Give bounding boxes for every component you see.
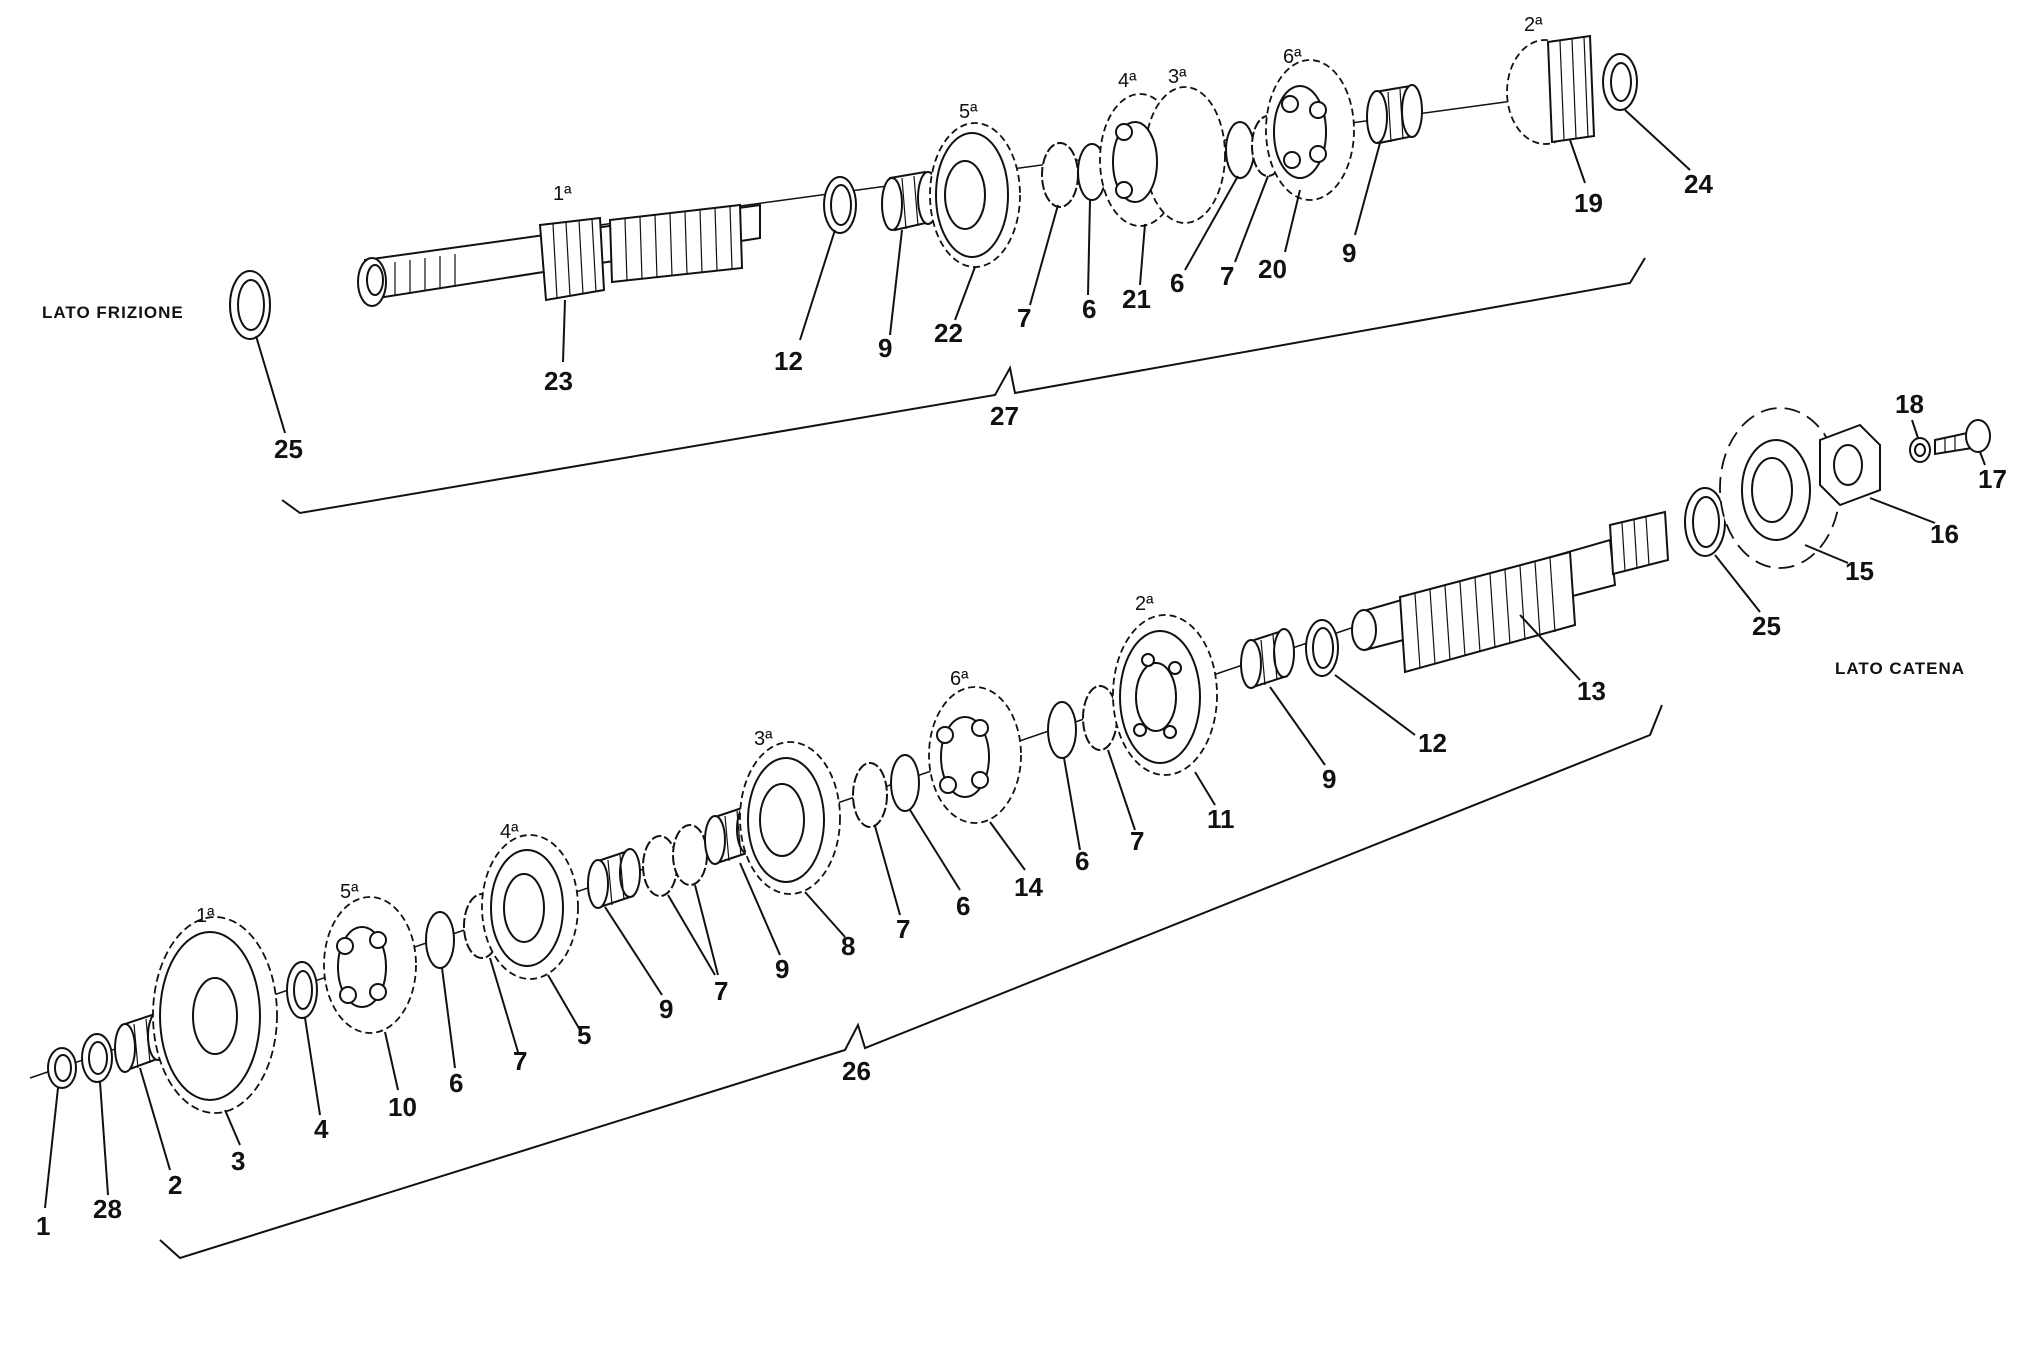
upper-gear-21 bbox=[1099, 86, 1226, 227]
part-number: 9 bbox=[1322, 764, 1336, 794]
part-number: 13 bbox=[1577, 676, 1606, 706]
lower-bearing-9a bbox=[587, 848, 641, 909]
upper-gear-label: 6ª bbox=[1283, 46, 1302, 68]
part-number: 18 bbox=[1895, 389, 1924, 419]
lower-bearing-9c bbox=[1240, 628, 1295, 689]
part-number: 15 bbox=[1845, 556, 1874, 586]
part-number: 2 bbox=[168, 1170, 182, 1200]
clutch-side-label: LATO FRIZIONE bbox=[42, 303, 184, 322]
lower-gear-label: 2ª bbox=[1135, 593, 1154, 615]
part-number: 9 bbox=[775, 954, 789, 984]
upper-gear-label: 5ª bbox=[959, 101, 978, 123]
part-number: 22 bbox=[934, 318, 963, 348]
lower-gear-8 bbox=[739, 741, 841, 895]
part-number: 6 bbox=[449, 1068, 463, 1098]
part-number: 7 bbox=[1130, 826, 1144, 856]
part-number: 17 bbox=[1978, 464, 2007, 494]
part-number: 6 bbox=[956, 891, 970, 921]
upper-gear-label: 1ª bbox=[553, 183, 572, 205]
part-number: 24 bbox=[1684, 169, 1713, 199]
upper-gear-22 bbox=[929, 122, 1021, 268]
lower-circlip-7e bbox=[1082, 685, 1118, 751]
lower-sprocket-15 bbox=[1719, 407, 1841, 569]
lower-part-numbers: 1 28 2 3 4 10 6 7 5 9 7 9 8 7 6 14 6 7 1… bbox=[36, 389, 2007, 1241]
upper-gear-label: 3ª bbox=[1168, 66, 1187, 88]
lower-gear-label: 1ª bbox=[196, 905, 215, 927]
upper-gear-label: 4ª bbox=[1118, 70, 1137, 92]
upper-gear-labels: 1ª 5ª 4ª 3ª 6ª 2ª bbox=[553, 14, 1543, 205]
upper-circlip-7a bbox=[1041, 142, 1079, 208]
part-number: 9 bbox=[659, 994, 673, 1024]
part-number: 6 bbox=[1075, 846, 1089, 876]
part-number: 6 bbox=[1082, 294, 1096, 324]
side-labels: LATO FRIZIONE LATO CATENA bbox=[42, 303, 1965, 678]
part-number: 7 bbox=[1220, 261, 1234, 291]
lower-washer-6b bbox=[890, 754, 920, 812]
part-number: 16 bbox=[1930, 519, 1959, 549]
part-number: 21 bbox=[1122, 284, 1151, 314]
part-number: 23 bbox=[544, 366, 573, 396]
lower-bolt-17 bbox=[1934, 419, 1991, 456]
upper-leader-lines bbox=[255, 109, 1691, 434]
upper-assembly-bracket bbox=[281, 257, 1646, 515]
part-number: 5 bbox=[577, 1020, 591, 1050]
lower-gear-3 bbox=[152, 916, 278, 1114]
part-number: 6 bbox=[1170, 268, 1184, 298]
lower-gear-label: 3ª bbox=[754, 728, 773, 750]
part-number: 4 bbox=[314, 1114, 329, 1144]
part-number: 1 bbox=[36, 1211, 50, 1241]
lower-gear-5 bbox=[481, 834, 579, 980]
lower-washer-6c bbox=[1047, 701, 1077, 759]
part-number: 9 bbox=[878, 333, 892, 363]
upper-washer-25 bbox=[229, 270, 271, 340]
part-number: 7 bbox=[896, 914, 910, 944]
lower-gear-labels: 1ª 5ª 4ª 3ª 6ª 2ª bbox=[196, 593, 1154, 927]
part-number: 25 bbox=[1752, 611, 1781, 641]
lower-lockplate-16 bbox=[1819, 423, 1881, 507]
upper-washer-6b bbox=[1225, 121, 1255, 179]
part-number: 7 bbox=[714, 976, 728, 1006]
upper-shaft-23 bbox=[357, 203, 761, 307]
part-number: 7 bbox=[1017, 303, 1031, 333]
assembly-number: 26 bbox=[842, 1056, 871, 1086]
part-number: 3 bbox=[231, 1146, 245, 1176]
part-number: 10 bbox=[388, 1092, 417, 1122]
part-number: 12 bbox=[774, 346, 803, 376]
upper-gear-label: 2ª bbox=[1524, 14, 1543, 36]
part-number: 20 bbox=[1258, 254, 1287, 284]
lower-leader-lines bbox=[44, 419, 1986, 1209]
part-number: 12 bbox=[1418, 728, 1447, 758]
upper-bearing-9b bbox=[1366, 84, 1423, 145]
lower-gear-label: 5ª bbox=[340, 881, 359, 903]
lower-circlip-7d bbox=[852, 762, 888, 828]
part-number: 19 bbox=[1574, 188, 1603, 218]
lower-gear-label: 4ª bbox=[500, 821, 519, 843]
lower-washer-6a bbox=[425, 911, 455, 969]
lower-shaft-assembly bbox=[29, 407, 1991, 1260]
part-number: 28 bbox=[93, 1194, 122, 1224]
part-number: 11 bbox=[1207, 804, 1235, 834]
part-number: 9 bbox=[1342, 238, 1356, 268]
lower-assembly-bracket bbox=[159, 704, 1663, 1260]
lower-gear-10 bbox=[323, 896, 417, 1034]
upper-gear-20 bbox=[1265, 59, 1355, 201]
part-number: 8 bbox=[841, 931, 855, 961]
lower-gear-11 bbox=[1112, 614, 1218, 776]
part-number: 25 bbox=[274, 434, 303, 464]
lower-circlip-7c bbox=[672, 824, 708, 886]
lower-shaft-13 bbox=[1351, 510, 1670, 674]
part-number: 14 bbox=[1014, 872, 1043, 902]
assembly-number: 27 bbox=[990, 401, 1019, 431]
lower-circlip-7b bbox=[642, 835, 678, 897]
lower-gear-14 bbox=[928, 686, 1022, 824]
upper-part-numbers: 25 23 12 9 22 7 6 21 6 7 20 9 19 24 27 bbox=[274, 169, 1713, 464]
upper-gear-19 bbox=[1506, 34, 1596, 145]
upper-shaft-assembly bbox=[229, 34, 1691, 515]
part-number: 7 bbox=[513, 1046, 527, 1076]
lower-gear-label: 6ª bbox=[950, 668, 969, 690]
chain-side-label: LATO CATENA bbox=[1835, 659, 1965, 678]
